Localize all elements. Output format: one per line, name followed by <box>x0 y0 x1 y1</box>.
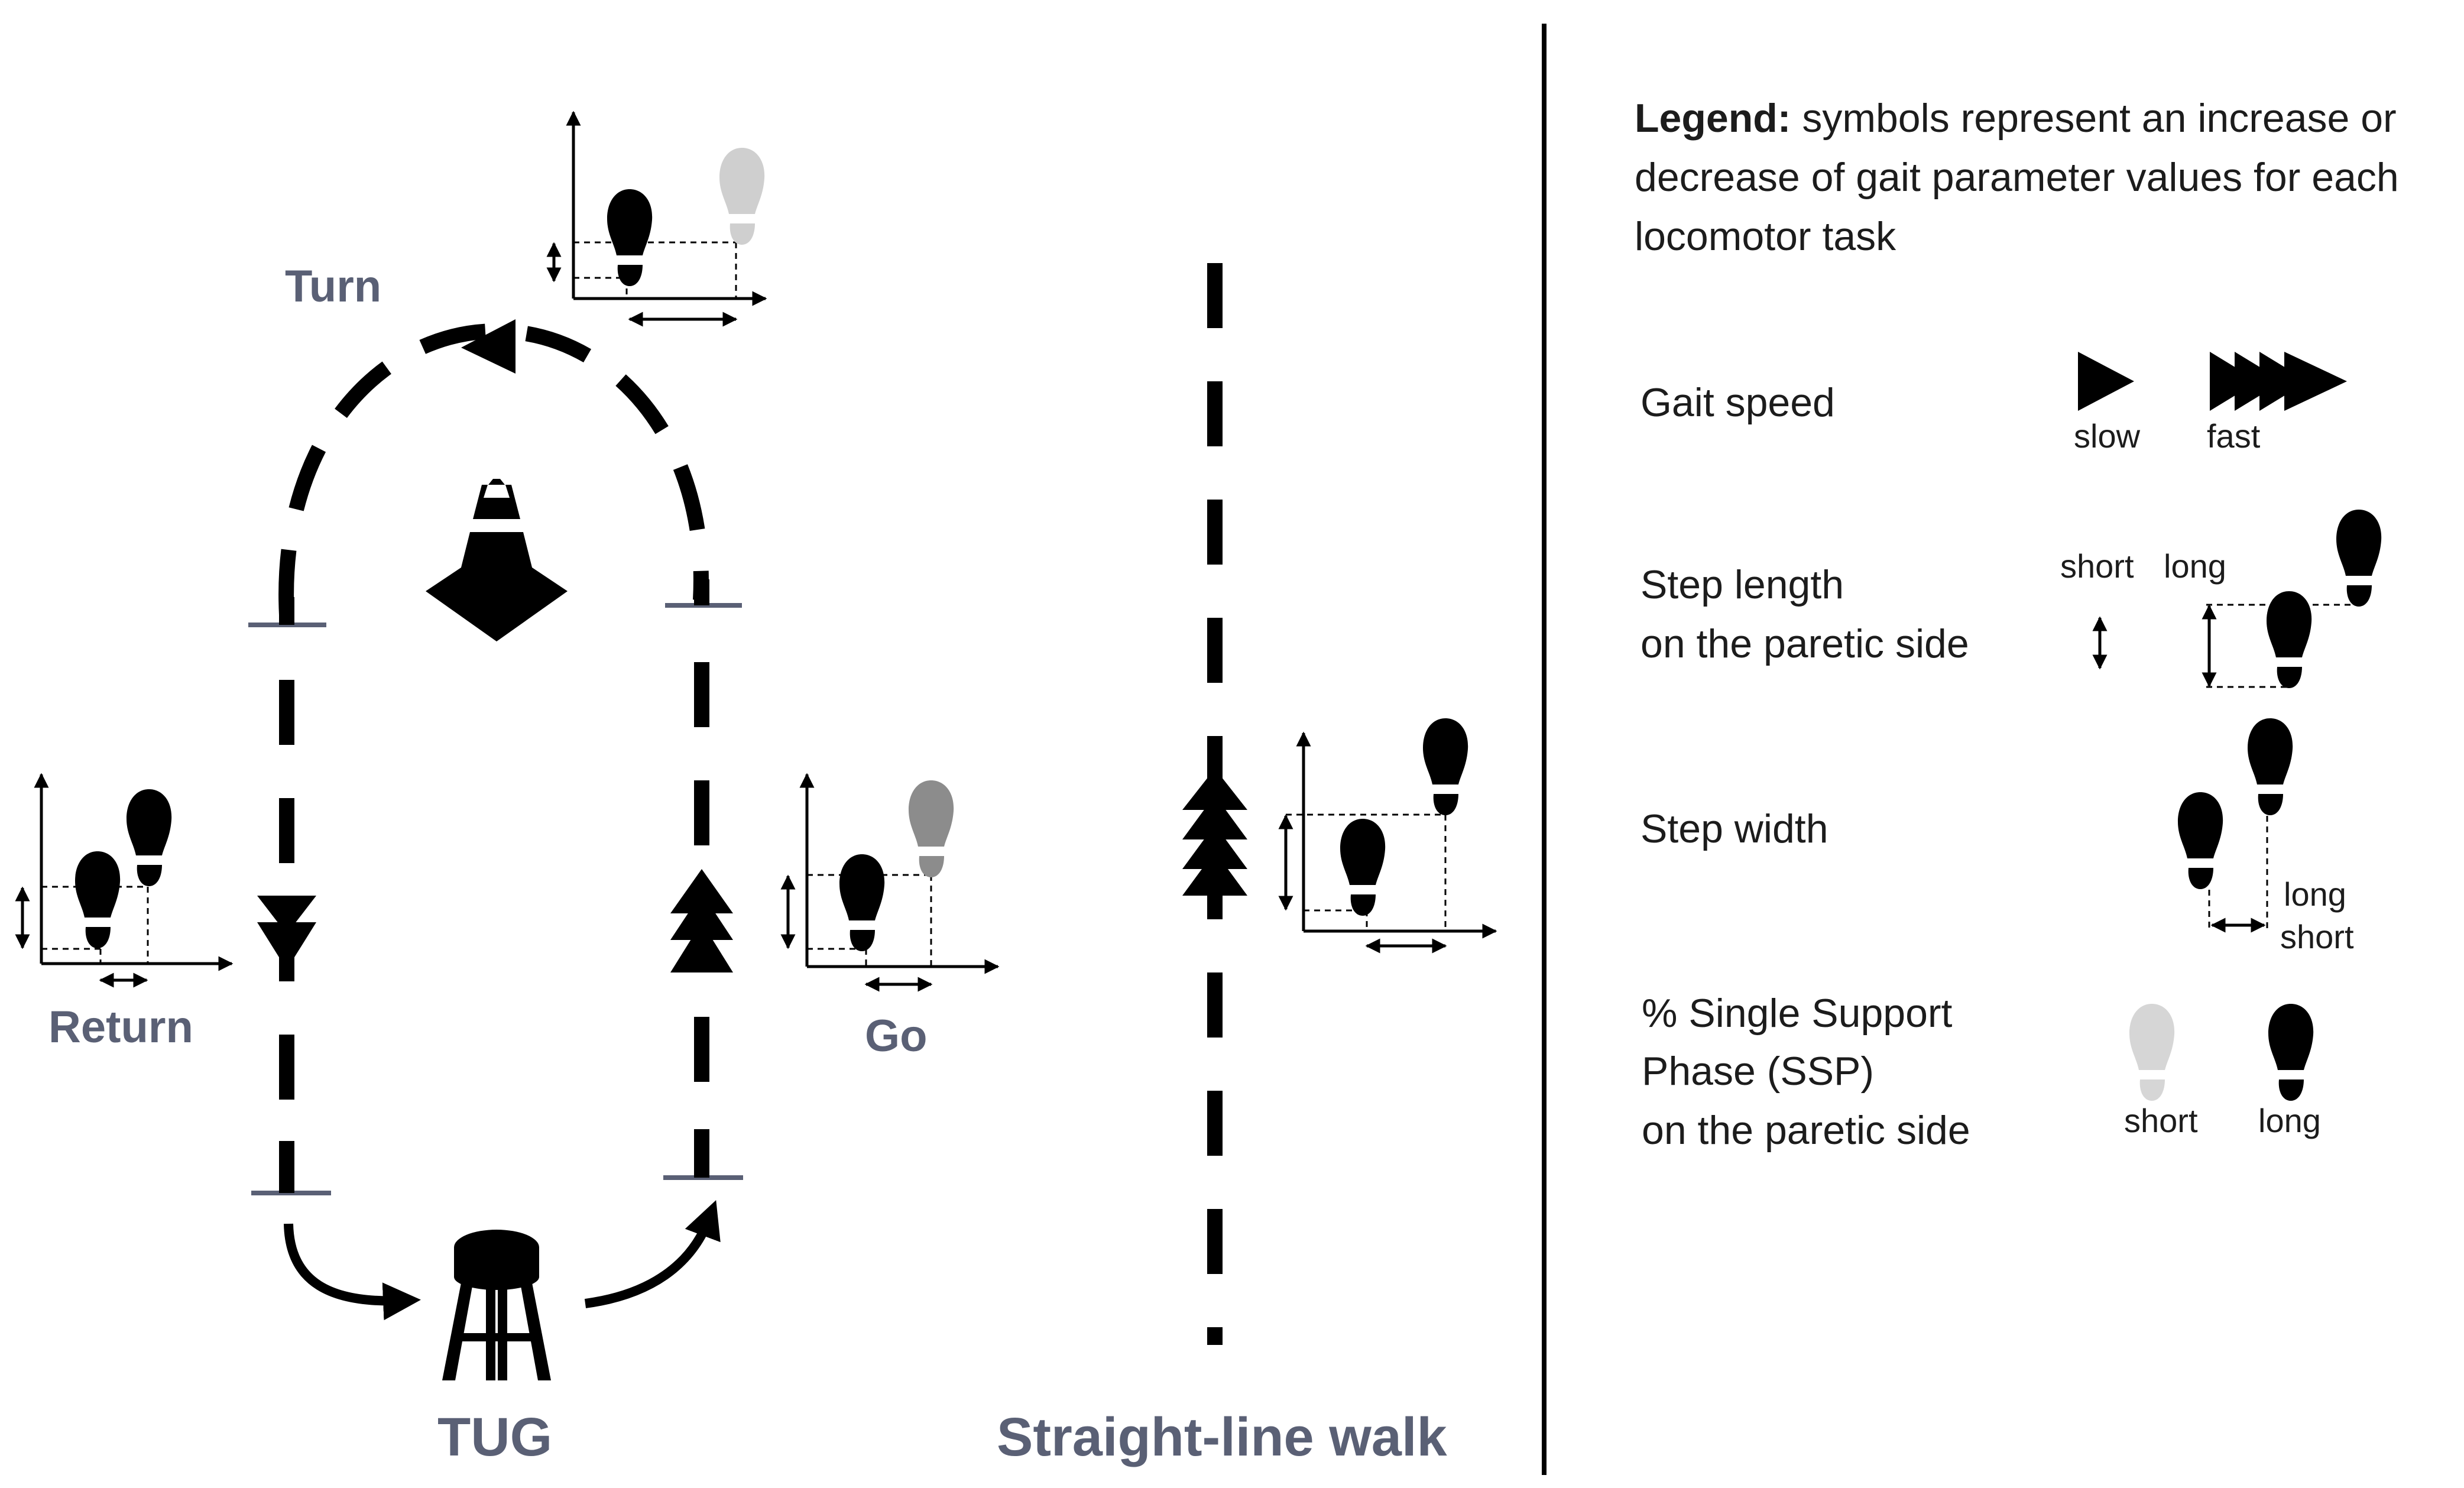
turn-speed-arrow <box>461 319 516 374</box>
go-label: Go <box>865 1011 928 1061</box>
gait-speed-slow-label: slow <box>2074 417 2141 455</box>
gate-stems <box>279 579 709 1193</box>
legend-step-width-figure <box>2178 718 2293 933</box>
step-width-long-label: long <box>2284 876 2346 913</box>
legend-ssp-short-footprint-icon <box>2129 1004 2175 1101</box>
step-length-long-label: long <box>2164 547 2226 585</box>
gait-speed-label: Gait speed <box>1640 380 1835 425</box>
step-width-label: Step width <box>1640 806 1828 851</box>
turn-arc <box>278 323 709 615</box>
legend-ssp-long-footprint-icon <box>2268 1004 2314 1101</box>
turn-label: Turn <box>285 261 382 312</box>
straight-speed-arrows <box>1182 769 1247 896</box>
go-mini-chart <box>780 773 1000 992</box>
gate-ticks <box>248 603 743 1195</box>
legend-intro: Legend: symbols represent an increase or… <box>1635 89 2462 266</box>
legend-title: Legend: <box>1635 96 1791 141</box>
traffic-cone-icon <box>426 485 568 641</box>
stool-icon <box>442 1230 551 1380</box>
step-length-short-label: short <box>2060 547 2134 585</box>
turn-mini-chart <box>546 111 767 327</box>
legend-slow-arrow-icon <box>2078 352 2134 411</box>
ssp-short-label: short <box>2124 1102 2198 1139</box>
step-width-short-label: short <box>2280 918 2354 955</box>
ssp-label-line3: on the paretic side <box>1642 1108 1970 1153</box>
return-speed-arrows <box>257 896 316 970</box>
legend-description: symbols represent an increase or decreas… <box>1635 96 2399 259</box>
go-speed-arrows <box>670 869 733 972</box>
traffic-cone-top <box>488 479 505 485</box>
ssp-long-label: long <box>2258 1102 2321 1139</box>
ssp-label-line1: % Single Support <box>1642 991 1953 1036</box>
tug-path <box>278 323 709 1182</box>
legend-step-length-figure <box>2202 510 2382 688</box>
legend-fast-arrows-icon <box>2210 352 2347 411</box>
sit-arrows <box>284 1200 721 1321</box>
return-label: Return <box>48 1002 193 1052</box>
return-mini-chart <box>15 773 234 988</box>
step-length-label-line1: Step length <box>1640 562 1844 607</box>
straight-mini-chart <box>1278 718 1497 954</box>
ssp-label-line2: Phase (SSP) <box>1642 1049 1875 1094</box>
tug-label: TUG <box>437 1407 553 1467</box>
gait-speed-fast-label: fast <box>2207 417 2261 455</box>
straight-line-walk-label: Straight-line walk <box>997 1407 1447 1467</box>
step-length-label-line2: on the paretic side <box>1640 621 1969 666</box>
